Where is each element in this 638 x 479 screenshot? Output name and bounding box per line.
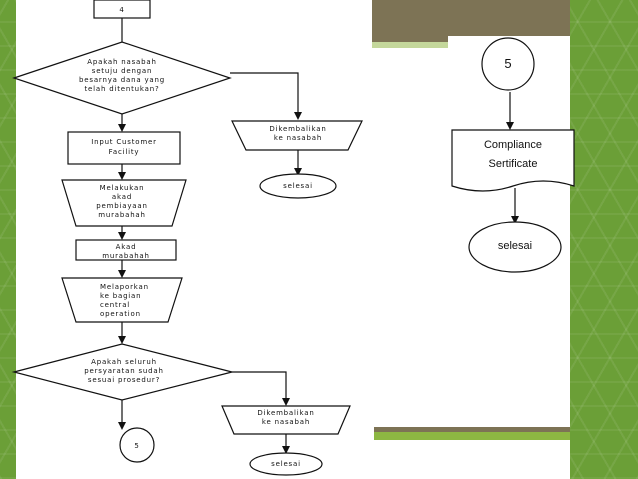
terminator-end-right <box>468 221 562 273</box>
document-line: Compliance <box>484 139 542 151</box>
returned-1-line: ke nasabah <box>274 134 322 142</box>
decision-2-line: sesuai prosedur? <box>88 376 160 384</box>
melaporkan-line: central <box>100 301 130 309</box>
akad-murabahah-line: Akad <box>116 243 137 251</box>
manual-op-melaporkan <box>61 277 183 323</box>
connector-5-right-label: 5 <box>504 56 511 71</box>
footer-band-olive <box>374 427 570 432</box>
decision-1-line: telah ditentukan? <box>85 85 160 93</box>
returned-1-line: Dikembalikan <box>269 125 326 133</box>
manual-op-returned-1 <box>231 120 363 151</box>
akad-line: akad <box>112 193 132 201</box>
input-facility-line: Facility <box>109 148 140 156</box>
footer-band-green <box>374 432 570 440</box>
decision-diamond-2 <box>11 343 233 401</box>
divider-strip <box>362 0 372 479</box>
connector-5-label: 5 <box>134 442 139 450</box>
melaporkan-line: ke bagian <box>100 292 141 300</box>
end-1-label: selesai <box>283 182 313 190</box>
process-akad-murabahah <box>75 239 177 261</box>
document-line: Sertificate <box>489 158 538 170</box>
header-band-olive <box>372 0 570 42</box>
returned-2-line: Dikembalikan <box>257 409 314 417</box>
document-compliance <box>451 129 575 192</box>
connector-4-label: 4 <box>119 6 124 14</box>
returned-2-line: ke nasabah <box>262 418 310 426</box>
decision-1-line: besarnya dana yang <box>79 76 165 84</box>
connector-5-right <box>481 37 535 91</box>
connector-arrow <box>230 72 302 120</box>
manual-op-returned-2 <box>221 405 351 435</box>
akad-line: murabahah <box>98 211 146 219</box>
input-facility-line: Input Customer <box>91 138 157 146</box>
akad-line: Melakukan <box>100 184 145 192</box>
akad-murabahah-line: murabahah <box>102 252 150 260</box>
process-input-facility <box>67 131 181 165</box>
end-right-label: selesai <box>498 240 532 252</box>
terminator-end-1 <box>259 173 337 199</box>
decision-2-line: Apakah seluruh <box>91 358 157 366</box>
decision-2-line: persyaratan sudah <box>84 367 163 375</box>
melaporkan-line: operation <box>100 310 141 318</box>
connector-4-box <box>93 0 151 19</box>
end-2-label: selesai <box>271 460 301 468</box>
decision-1-line: setuju dengan <box>92 67 153 75</box>
connector-arrow <box>232 371 290 406</box>
terminator-end-2 <box>249 452 323 476</box>
decision-diamond-1 <box>12 41 232 115</box>
melaporkan-line: Melaporkan <box>100 283 149 291</box>
akad-line: pembiayaan <box>96 202 147 210</box>
connector-5-circle <box>119 427 155 463</box>
decision-1-line: Apakah nasabah <box>87 58 156 66</box>
manual-op-akad <box>61 179 187 227</box>
